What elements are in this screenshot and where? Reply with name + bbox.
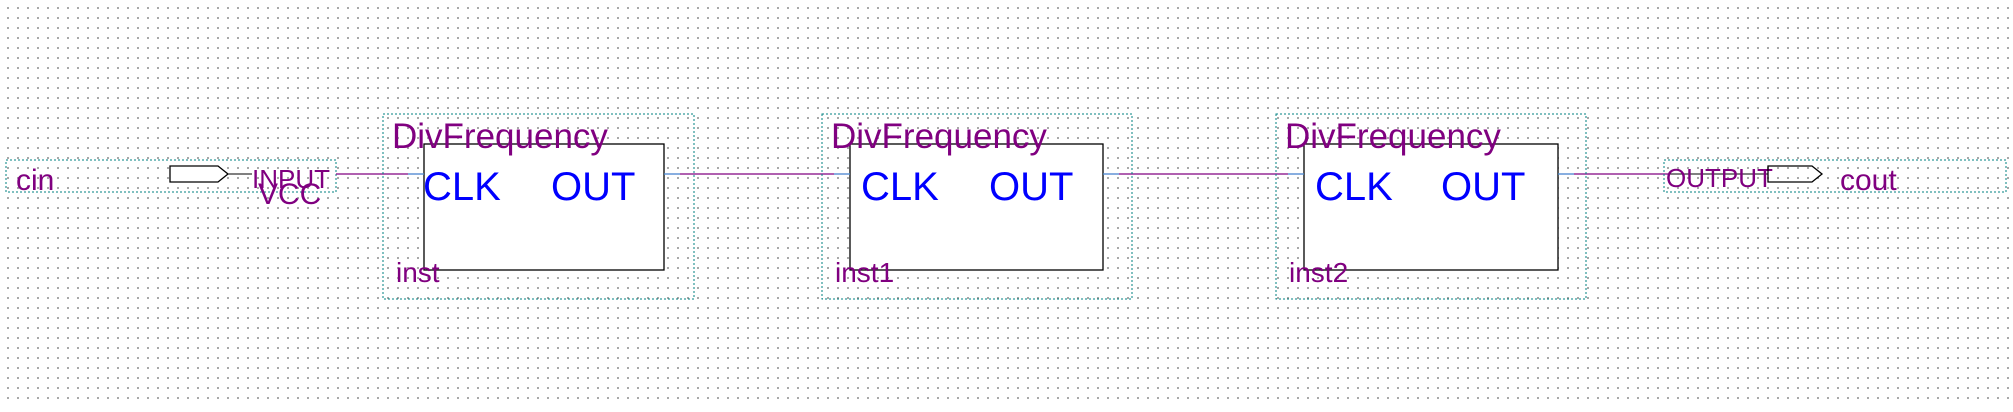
- block-type-label: DivFrequency: [1285, 117, 1501, 156]
- clk-port-label: CLK: [1315, 165, 1393, 209]
- instance-name-label: inst1: [835, 257, 894, 288]
- output-pin-outline: [1663, 159, 2007, 193]
- input-pin[interactable]: cin INPUT VCC: [5, 159, 337, 211]
- block-outline-dotted: [821, 113, 1133, 300]
- block-body: [423, 143, 665, 271]
- out-port-label: OUT: [989, 165, 1073, 209]
- input-default-label: VCC: [258, 178, 321, 211]
- out-port-label: OUT: [1441, 165, 1525, 209]
- input-type-label: INPUT: [252, 164, 330, 194]
- clk-port-label: CLK: [861, 165, 939, 209]
- instance-name-label: inst2: [1289, 257, 1348, 288]
- block-body: [849, 143, 1104, 271]
- input-arrow-symbol: [169, 165, 230, 183]
- clk-port-label: CLK: [423, 165, 501, 209]
- instance-name-label: inst: [396, 257, 440, 288]
- output-pin[interactable]: OUTPUT cout: [1663, 159, 2007, 197]
- block-outline-dotted: [1275, 113, 1587, 300]
- output-pin-name: cout: [1840, 164, 1897, 197]
- output-arrow-symbol: [1767, 165, 1824, 183]
- out-port-label: OUT: [551, 165, 635, 209]
- input-pin-outline: [5, 159, 337, 193]
- block-inst1[interactable]: DivFrequency CLK OUT inst1: [821, 113, 1133, 300]
- output-type-label: OUTPUT: [1666, 163, 1773, 193]
- block-type-label: DivFrequency: [392, 117, 608, 156]
- block-body: [1303, 143, 1559, 271]
- block-inst2[interactable]: DivFrequency CLK OUT inst2: [1275, 113, 1587, 300]
- block-inst[interactable]: DivFrequency CLK OUT inst: [382, 113, 695, 300]
- block-type-label: DivFrequency: [831, 117, 1047, 156]
- input-pin-name: cin: [16, 164, 54, 197]
